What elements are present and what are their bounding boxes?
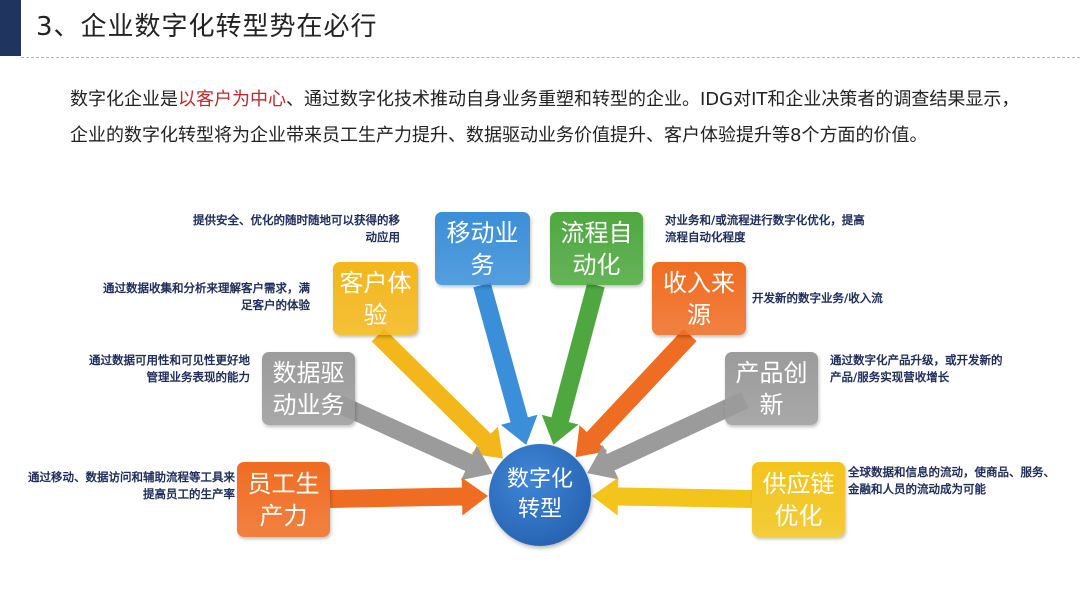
desc-process-automation: 对业务和/或流程进行数字化优化，提高流程自动化程度 xyxy=(665,213,865,244)
desc-revenue-source: 开发新的数字业务/收入流 xyxy=(752,291,883,305)
intro-text-rest: 、通过数字化技术推动自身业务重塑和转型的企业。IDG对IT和企业决策者的调查结果… xyxy=(70,89,1020,146)
arrow-1 xyxy=(541,282,605,445)
divider xyxy=(21,57,1080,58)
intro-highlight: 以客户为中心 xyxy=(178,89,286,110)
desc-data-driven-business: 通过数据可用性和可见性更好地管理业务表现的能力 xyxy=(89,353,250,384)
arrow-6 xyxy=(329,477,489,516)
box-process-automation: 流程自动化 xyxy=(550,212,643,285)
arrow-0 xyxy=(473,282,538,445)
arrow-3 xyxy=(575,328,697,458)
box-customer-experience: 客户体验 xyxy=(333,262,418,335)
intro-paragraph: 数字化企业是以客户为中心、通过数字化技术推动自身业务重塑和转型的企业。IDG对I… xyxy=(70,82,1030,154)
box-revenue-source: 收入来源 xyxy=(652,262,746,335)
center-label: 数字化转型 xyxy=(506,467,573,522)
desc-mobile-business: 提供安全、优化的随时随地可以获得的移动应用 xyxy=(193,213,400,244)
desc-product-innovation: 通过数字化产品升级，或开发新的产品/服务实现营收增长 xyxy=(830,353,1003,384)
arrow-5 xyxy=(587,391,749,480)
arrow-7 xyxy=(591,477,753,516)
box-mobile-business: 移动业务 xyxy=(435,212,530,285)
title-accent-bar xyxy=(0,0,21,56)
center-digital-transformation: 数字化转型 xyxy=(489,444,591,546)
arrow-4 xyxy=(326,391,493,481)
box-employee-productivity: 员工生产力 xyxy=(237,462,330,537)
intro-text: 数字化企业是 xyxy=(70,89,178,110)
page-title: 3、企业数字化转型势在必行 xyxy=(36,12,378,42)
arrow-2 xyxy=(371,328,504,459)
desc-supply-chain: 全球数据和信息的流动，使商品、服务、金融和人员的流动成为可能 xyxy=(848,465,1055,496)
desc-customer-experience: 通过数据收集和分析来理解客户需求，满足客户的体验 xyxy=(103,281,310,312)
desc-employee-productivity: 通过移动、数据访问和辅助流程等工具来提高员工的生产率 xyxy=(28,470,235,501)
box-supply-chain: 供应链优化 xyxy=(752,462,845,537)
box-data-driven-business: 数据驱动业务 xyxy=(262,352,355,425)
box-product-innovation: 产品创新 xyxy=(725,352,818,425)
